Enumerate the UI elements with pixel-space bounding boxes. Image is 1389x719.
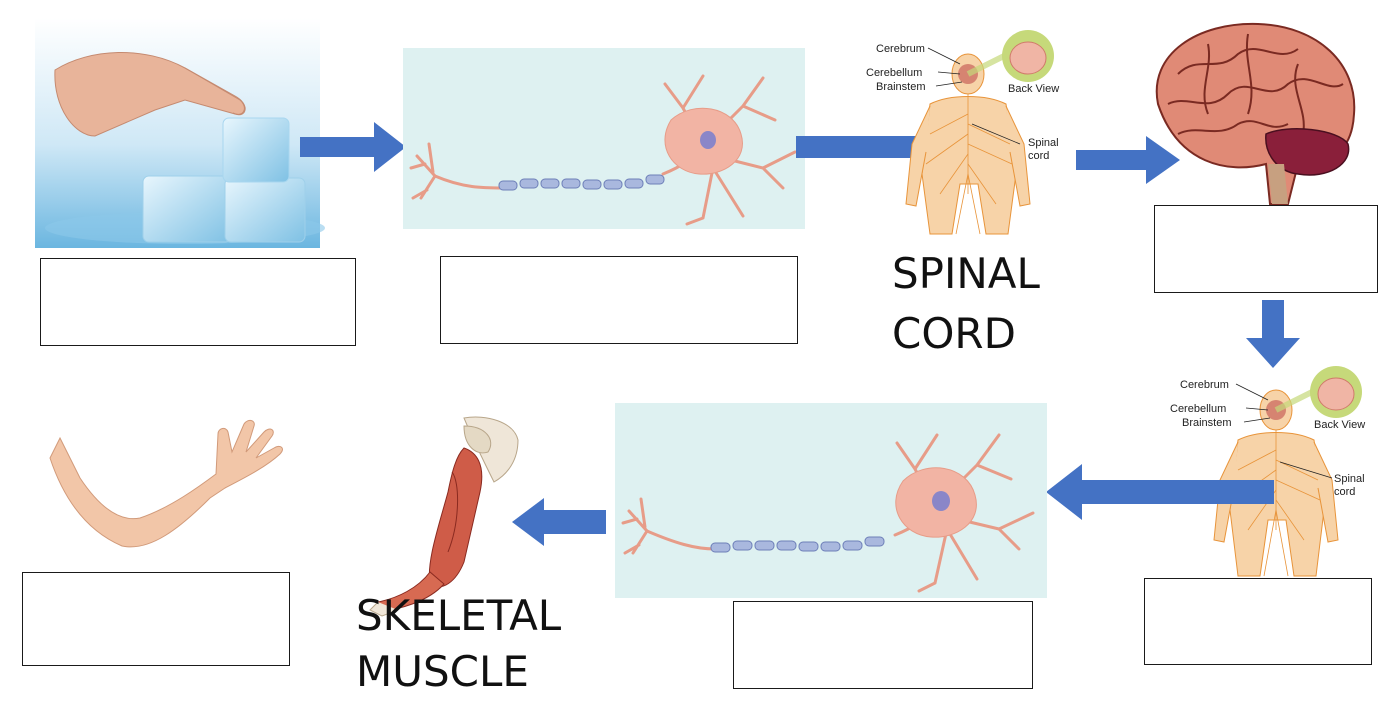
spinal-cord-label-line2: cord (1028, 150, 1049, 162)
spinal-cord-line2: CORD (892, 309, 1016, 358)
flow-arrow-left-2 (512, 498, 606, 546)
spinal-cord-label-line1: Spinal (1028, 137, 1059, 149)
brainstem-label: Brainstem (876, 81, 926, 93)
finger-on-ice-image (35, 18, 325, 248)
cerebellum-label: Cerebellum (866, 67, 922, 79)
answer-box-motor-neuron[interactable] (733, 601, 1033, 689)
flow-arrow-right-3 (1076, 136, 1180, 184)
spinal-cord-line1: SPINAL (892, 249, 1040, 298)
spinal-cord-label: SPINAL CORD (892, 246, 1040, 362)
brainstem-label-2: Brainstem (1182, 417, 1232, 429)
nervous-system-figure-bottom: Cerebrum Cerebellum Brainstem Back View … (1170, 366, 1365, 577)
cerebrum-label: Cerebrum (876, 43, 925, 55)
motor-neuron-image (615, 403, 1047, 598)
flow-arrow-right-1 (300, 122, 406, 172)
nervous-system-figure-top: Cerebrum Cerebellum Brainstem Back View … (866, 30, 1059, 235)
answer-box-receptor[interactable] (40, 258, 356, 346)
back-view-label: Back View (1008, 83, 1059, 95)
flow-arrow-right-2 (796, 121, 970, 173)
flow-arrow-down (1246, 300, 1300, 368)
cerebrum-label-2: Cerebrum (1180, 379, 1229, 391)
sensory-neuron-image (403, 48, 805, 229)
skeletal-muscle-image (369, 416, 519, 617)
skeletal-muscle-line2: MUSCLE (356, 647, 529, 696)
cerebellum-label-2: Cerebellum (1170, 403, 1226, 415)
back-view-label-2: Back View (1314, 419, 1365, 431)
answer-box-sensory-neuron[interactable] (440, 256, 798, 344)
spinal-cord-label-2-line1: Spinal (1334, 473, 1365, 485)
answer-box-effector[interactable] (22, 572, 290, 666)
skeletal-muscle-line1: SKELETAL (356, 591, 562, 640)
brain-image (1155, 22, 1356, 205)
skeletal-muscle-label: SKELETAL MUSCLE (356, 588, 561, 700)
answer-box-spinal-cord-return[interactable] (1144, 578, 1372, 665)
spinal-cord-label-2-line2: cord (1334, 486, 1355, 498)
answer-box-brain[interactable] (1154, 205, 1378, 293)
flow-arrow-left-1 (1046, 464, 1274, 520)
arm-hand-image (49, 419, 283, 548)
